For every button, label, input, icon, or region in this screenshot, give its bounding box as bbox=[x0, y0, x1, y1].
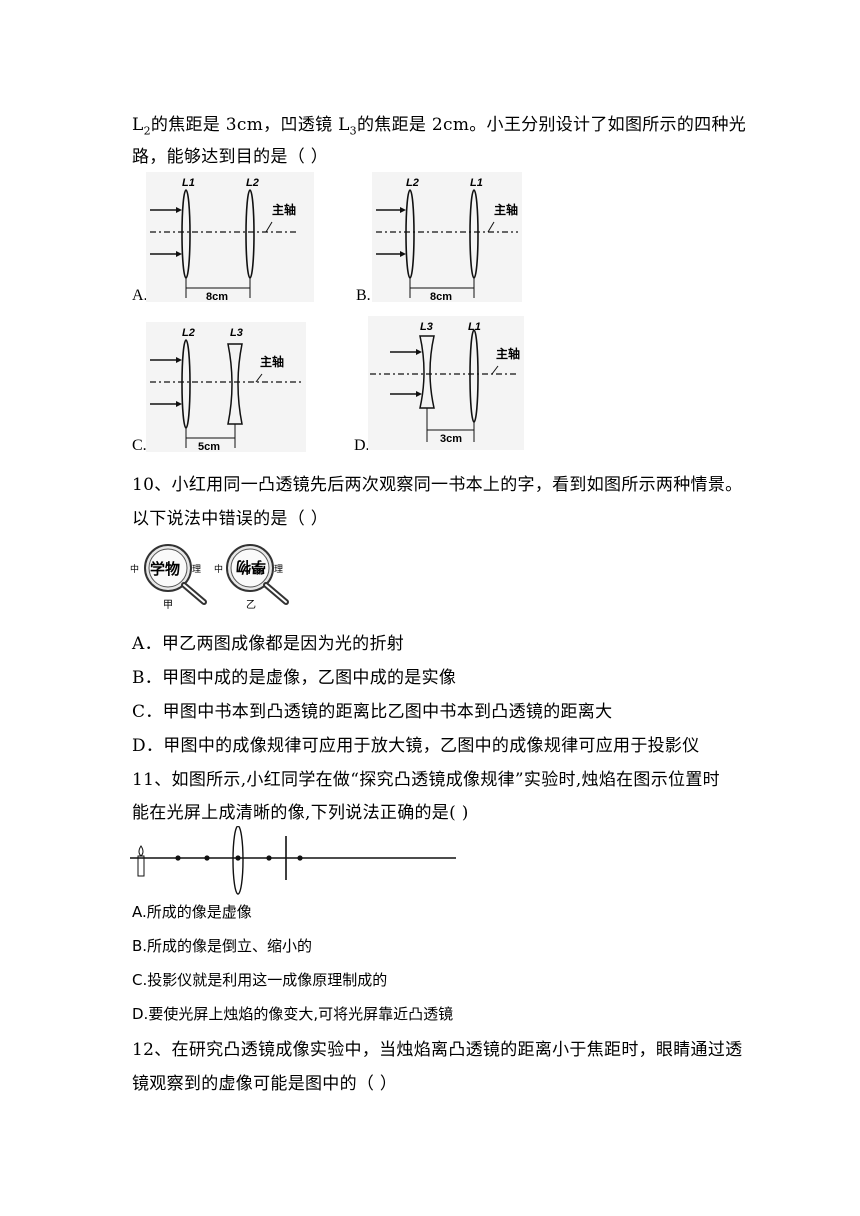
fig-b-label: B. bbox=[356, 287, 371, 304]
q11-line1: 11、如图所示,小红同学在做“探究凸透镜成像规律”实验时,烛焰在图示位置时 bbox=[132, 770, 720, 790]
figure-c: L2 L3 主轴 5cm bbox=[146, 322, 306, 452]
q12-line1: 12、在研究凸透镜成像实验中，当烛焰离凸透镜的距离小于焦距时，眼睛通过透 bbox=[132, 1040, 743, 1060]
q11-optical-bench-figure bbox=[128, 826, 460, 896]
jia-label: 甲 bbox=[163, 600, 173, 611]
figure-b: L2 L1 主轴 8cm bbox=[372, 172, 522, 302]
q12-line2: 镜观察到的虚像可能是图中的（ ） bbox=[132, 1074, 398, 1094]
fig-d-lens-right-label: L1 bbox=[468, 321, 481, 333]
fig-b-lens-right-label: L1 bbox=[470, 177, 483, 189]
fig-d-lens-left-label: L3 bbox=[420, 321, 433, 333]
fig-b-lens-left-label: L2 bbox=[406, 177, 419, 189]
q9-line1: L2的焦距是 3cm，凹透镜 L3的焦距是 2cm。小王分别设计了如图所示的四种… bbox=[132, 115, 747, 138]
fig-c-distance: 5cm bbox=[198, 441, 220, 452]
q10-line2: 以下说法中错误的是（ ） bbox=[132, 509, 329, 529]
fig-c-lens-right-label: L3 bbox=[230, 327, 243, 339]
fig-a-distance: 8cm bbox=[206, 291, 228, 302]
fig-c-label: C. bbox=[132, 437, 147, 454]
q10-line1: 10、小红用同一凸透镜先后两次观察同一书本上的字，看到如图所示两种情景。 bbox=[132, 475, 743, 495]
q10-option-b: B．甲图中成的是虚像，乙图中成的是实像 bbox=[132, 668, 457, 688]
fig-d-label: D. bbox=[354, 437, 370, 454]
yi-right-char: 理 bbox=[274, 564, 283, 575]
fig-b-distance: 8cm bbox=[430, 291, 452, 302]
yi-text: 學物 bbox=[236, 558, 266, 576]
figure-a: L1 L2 主轴 8cm bbox=[146, 172, 314, 302]
q11-option-d: D.要使光屏上烛焰的像变大,可将光屏靠近凸透镜 bbox=[132, 1005, 454, 1023]
q10-magnifier-figure: 中 学物 理 甲 中 學物 理 乙 bbox=[130, 542, 300, 612]
jia-text: 学物 bbox=[150, 560, 180, 578]
q11-option-c: C.投影仪就是利用这一成像原理制成的 bbox=[132, 971, 388, 989]
fig-a-lens-right-label: L2 bbox=[246, 177, 259, 189]
fig-c-lens-left-label: L2 bbox=[182, 327, 195, 339]
jia-right-char: 理 bbox=[192, 564, 201, 575]
fig-a-lens-left-label: L1 bbox=[182, 177, 195, 189]
jia-left-char: 中 bbox=[130, 563, 139, 575]
fig-a-axis-label: 主轴 bbox=[272, 202, 296, 217]
q11-option-a: A.所成的像是虚像 bbox=[132, 903, 252, 921]
figure-d: L3 L1 主轴 3cm bbox=[368, 316, 524, 450]
yi-label: 乙 bbox=[246, 599, 256, 611]
fig-d-axis-label: 主轴 bbox=[496, 346, 520, 361]
fig-c-axis-label: 主轴 bbox=[260, 354, 284, 369]
q10-option-c: C．甲图中书本到凸透镜的距离比乙图中书本到凸透镜的距离大 bbox=[132, 702, 613, 722]
q11-option-b: B.所成的像是倒立、缩小的 bbox=[132, 937, 313, 955]
q9-line2: 路，能够达到目的是（ ） bbox=[132, 147, 329, 167]
fig-b-axis-label: 主轴 bbox=[494, 202, 518, 217]
yi-left-char: 中 bbox=[214, 563, 223, 575]
q10-option-d: D．甲图中的成像规律可应用于放大镜，乙图中的成像规律可应用于投影仪 bbox=[132, 736, 700, 756]
fig-d-distance: 3cm bbox=[440, 433, 462, 445]
q10-option-a: A．甲乙两图成像都是因为光的折射 bbox=[132, 634, 405, 654]
q11-line2: 能在光屏上成清晰的像,下列说法正确的是( ) bbox=[132, 803, 469, 823]
fig-a-label: A. bbox=[132, 287, 148, 304]
